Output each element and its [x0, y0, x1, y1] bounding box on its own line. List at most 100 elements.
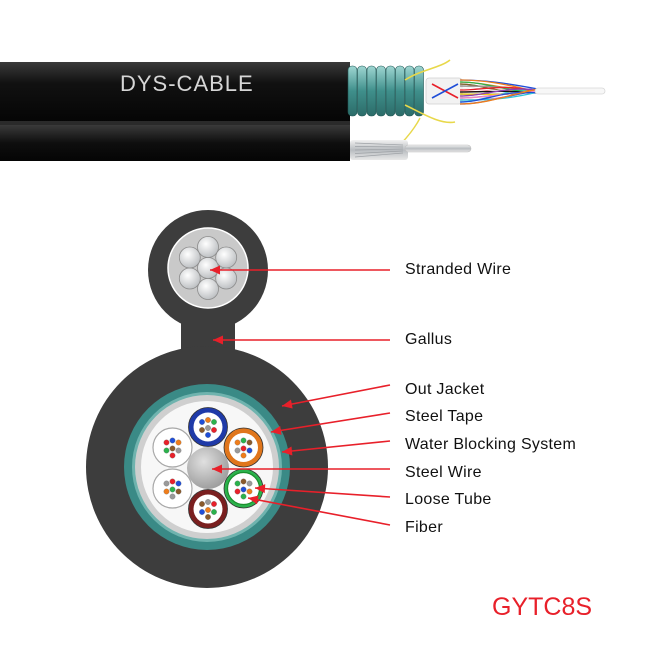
fiber-dot — [211, 501, 217, 507]
steel-tape-rib — [414, 65, 424, 117]
wire-strand — [354, 152, 404, 158]
steel-tape-rib — [376, 65, 386, 117]
cable-photo: DYS-CABLE — [0, 59, 606, 161]
fiber-dot — [175, 488, 182, 495]
brand-text: DYS-CABLE — [120, 71, 254, 96]
fiber-strand — [459, 86, 539, 93]
fiber-dot — [234, 447, 241, 454]
fiber-dot — [211, 509, 217, 515]
yellow-thread — [404, 59, 451, 81]
model-name: GYTC8S — [492, 593, 592, 621]
single-wire-side — [404, 144, 472, 153]
fiber-dot — [234, 480, 241, 487]
callout-arrowhead — [248, 495, 259, 505]
stranded-wire-strand — [197, 278, 219, 300]
callout-line — [254, 487, 391, 498]
fiber-dot — [199, 501, 205, 507]
fiber-dot — [175, 439, 182, 446]
callout-line — [270, 412, 391, 433]
fiber-strand — [459, 88, 539, 97]
fiber-dot — [169, 493, 176, 500]
label-steel-tape: Steel Tape — [405, 408, 483, 425]
jacket-gap — [0, 121, 350, 125]
stranded-wire-strand — [178, 246, 201, 269]
fiber-dot — [205, 499, 211, 505]
fiber-dot — [163, 488, 170, 495]
stranded-wire-strand — [178, 267, 201, 290]
messenger-jacket-side — [0, 125, 350, 161]
fiber-dot — [199, 509, 205, 515]
steel-wire — [187, 447, 229, 489]
steel-tape-rib — [347, 65, 358, 117]
central-fiber-side — [534, 87, 606, 95]
callout-arrowhead — [212, 464, 222, 474]
fiber-dot — [175, 447, 182, 454]
fiber-dot — [205, 417, 211, 423]
fiber-dot — [169, 478, 176, 485]
callout-line — [247, 497, 391, 526]
steel-tape-rib — [385, 65, 396, 117]
callout-line — [281, 440, 391, 453]
fiber-dot — [169, 445, 176, 452]
cross-section — [86, 210, 328, 588]
fiber-strand — [459, 88, 539, 105]
fiber-dot — [199, 419, 205, 425]
fiber-dot — [169, 486, 176, 493]
label-stranded-wire: Stranded Wire — [405, 261, 511, 278]
fiber-dot — [163, 480, 170, 487]
callout-arrowhead — [271, 425, 282, 435]
loose-tubes — [152, 407, 264, 529]
fiber-dot — [246, 488, 253, 495]
fiber-dot — [199, 427, 205, 433]
fiber-dot — [175, 480, 182, 487]
fiber-dot — [240, 445, 247, 452]
callout-arrowhead — [282, 446, 293, 456]
fiber-dot — [205, 514, 211, 520]
callout-line — [281, 384, 391, 407]
fiber-dot — [240, 486, 247, 493]
fiber-dot — [205, 425, 211, 431]
fiber-dot — [246, 447, 253, 454]
fiber-dot — [205, 507, 211, 513]
stranded-wire-strand — [215, 246, 238, 269]
fiber-dot — [240, 452, 247, 459]
wire-strand — [354, 142, 404, 146]
fiber-dot — [205, 432, 211, 438]
fiber-dot — [240, 478, 247, 485]
stranded-wire-strand — [197, 236, 219, 258]
fiber-dot — [211, 419, 217, 425]
callout-arrowhead — [282, 399, 293, 409]
stranded-wire-side — [350, 140, 408, 160]
wire-strand — [354, 146, 404, 148]
fiber-dot — [163, 439, 170, 446]
steel-tape-side — [347, 65, 424, 117]
fiber-dot — [240, 493, 247, 500]
fiber-dot — [240, 437, 247, 444]
fiber-dot — [169, 452, 176, 459]
callout-arrowhead — [210, 265, 220, 275]
fiber-strand — [459, 91, 539, 103]
fiber-dot — [246, 439, 253, 446]
outer-jacket-side — [0, 62, 350, 122]
fiber-dot — [211, 427, 217, 433]
wire-strand — [354, 150, 404, 154]
label-fiber: Fiber — [405, 519, 443, 536]
label-gallus: Gallus — [405, 331, 452, 348]
label-loose-tube: Loose Tube — [405, 491, 492, 508]
fiber-strand — [431, 83, 459, 99]
fiber-strand — [459, 90, 539, 99]
steel-tape-rib — [395, 65, 405, 117]
callout-arrowhead — [213, 335, 223, 345]
callouts — [210, 265, 391, 526]
labels: Stranded Wire Gallus Out Jacket Steel Ta… — [405, 261, 576, 536]
callout-arrowhead — [255, 484, 266, 494]
fiber-dot — [246, 480, 253, 487]
label-water-blocking: Water Blocking System — [405, 436, 576, 453]
label-steel-wire: Steel Wire — [405, 464, 482, 481]
fiber-bundle — [431, 79, 539, 105]
wire-strands — [354, 142, 404, 158]
fiber-dot — [163, 447, 170, 454]
fiber-dot — [234, 439, 241, 446]
stranded-wires — [178, 236, 238, 300]
